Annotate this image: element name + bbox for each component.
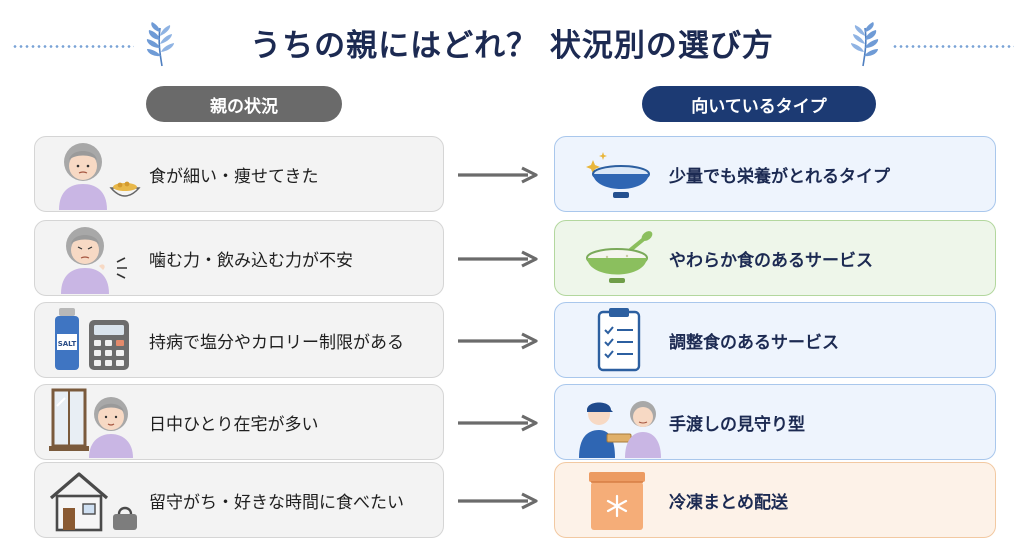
situation-text: 噛む力・飲み込む力が不安 bbox=[149, 250, 353, 271]
situation-text: 持病で塩分やカロリー制限がある bbox=[149, 332, 404, 353]
recommended-type-card: 冷凍まとめ配送 bbox=[554, 462, 996, 538]
recommended-type-card: 手渡しの見守り型 bbox=[554, 384, 996, 460]
header-situation: 親の状況 bbox=[146, 86, 342, 122]
recommended-type-text: 少量でも栄養がとれるタイプ bbox=[669, 166, 890, 187]
dotted-divider-left bbox=[12, 45, 134, 48]
house-and-bag-icon bbox=[49, 472, 137, 532]
situation-text: 食が細い・痩せてきた bbox=[149, 166, 319, 187]
dotted-divider-right bbox=[892, 45, 1014, 48]
recommended-type-card: 調整食のあるサービス bbox=[554, 302, 996, 378]
recommended-type-text: 冷凍まとめ配送 bbox=[669, 492, 788, 513]
clipboard-checklist-icon bbox=[597, 308, 641, 372]
situation-card: 食が細い・痩せてきた bbox=[34, 136, 444, 212]
elderly-woman-at-window-icon bbox=[49, 388, 133, 458]
elderly-woman-worried-icon bbox=[61, 227, 127, 294]
list-item: 食が細い・痩せてきた 少量でも栄養がとれるタイプ bbox=[0, 136, 1024, 212]
header-recommended-type: 向いているタイプ bbox=[642, 86, 876, 122]
title-row: うちの親にはどれ？ 状況別の選び方 bbox=[0, 12, 1024, 72]
recommended-type-card: 少量でも栄養がとれるタイプ bbox=[554, 136, 996, 212]
recommended-type-text: 手渡しの見守り型 bbox=[669, 414, 805, 435]
recommended-type-text: やわらか食のあるサービス bbox=[669, 250, 873, 271]
porridge-bowl-icon bbox=[586, 231, 653, 283]
list-item: SALT 持病で塩分やカロリー制限がある 調 bbox=[0, 302, 1024, 378]
list-item: 噛む力・飲み込む力が不安 やわらか食のあるサービス bbox=[0, 220, 1024, 296]
arrow-right-icon bbox=[458, 492, 538, 510]
delivery-handover-icon bbox=[579, 401, 661, 458]
arrow-right-icon bbox=[458, 414, 538, 432]
elderly-woman-eating-icon bbox=[59, 143, 141, 210]
arrow-right-icon bbox=[458, 166, 538, 184]
situation-card: 留守がち・好きな時間に食べたい bbox=[34, 462, 444, 538]
arrow-right-icon bbox=[458, 332, 538, 350]
list-item: 留守がち・好きな時間に食べたい 冷凍まとめ配送 bbox=[0, 462, 1024, 538]
situation-text: 日中ひとり在宅が多い bbox=[149, 414, 319, 435]
situation-card: SALT 持病で塩分やカロリー制限がある bbox=[34, 302, 444, 378]
situation-card: 噛む力・飲み込む力が不安 bbox=[34, 220, 444, 296]
leaf-sprig-icon bbox=[851, 22, 879, 67]
recommended-type-card: やわらか食のあるサービス bbox=[554, 220, 996, 296]
small-bowl-icon bbox=[586, 152, 650, 198]
recommended-type-text: 調整食のあるサービス bbox=[669, 332, 839, 353]
salt-and-calculator-icon: SALT bbox=[55, 308, 129, 370]
situation-card: 日中ひとり在宅が多い bbox=[34, 384, 444, 460]
salt-label: SALT bbox=[58, 340, 77, 348]
situation-text: 留守がち・好きな時間に食べたい bbox=[149, 492, 404, 513]
leaf-sprig-icon bbox=[146, 22, 174, 67]
page-title: うちの親にはどれ？ 状況別の選び方 bbox=[250, 28, 774, 64]
list-item: 日中ひとり在宅が多い 手渡しの見守り型 bbox=[0, 384, 1024, 460]
frozen-box-icon bbox=[589, 472, 645, 530]
arrow-right-icon bbox=[458, 250, 538, 268]
